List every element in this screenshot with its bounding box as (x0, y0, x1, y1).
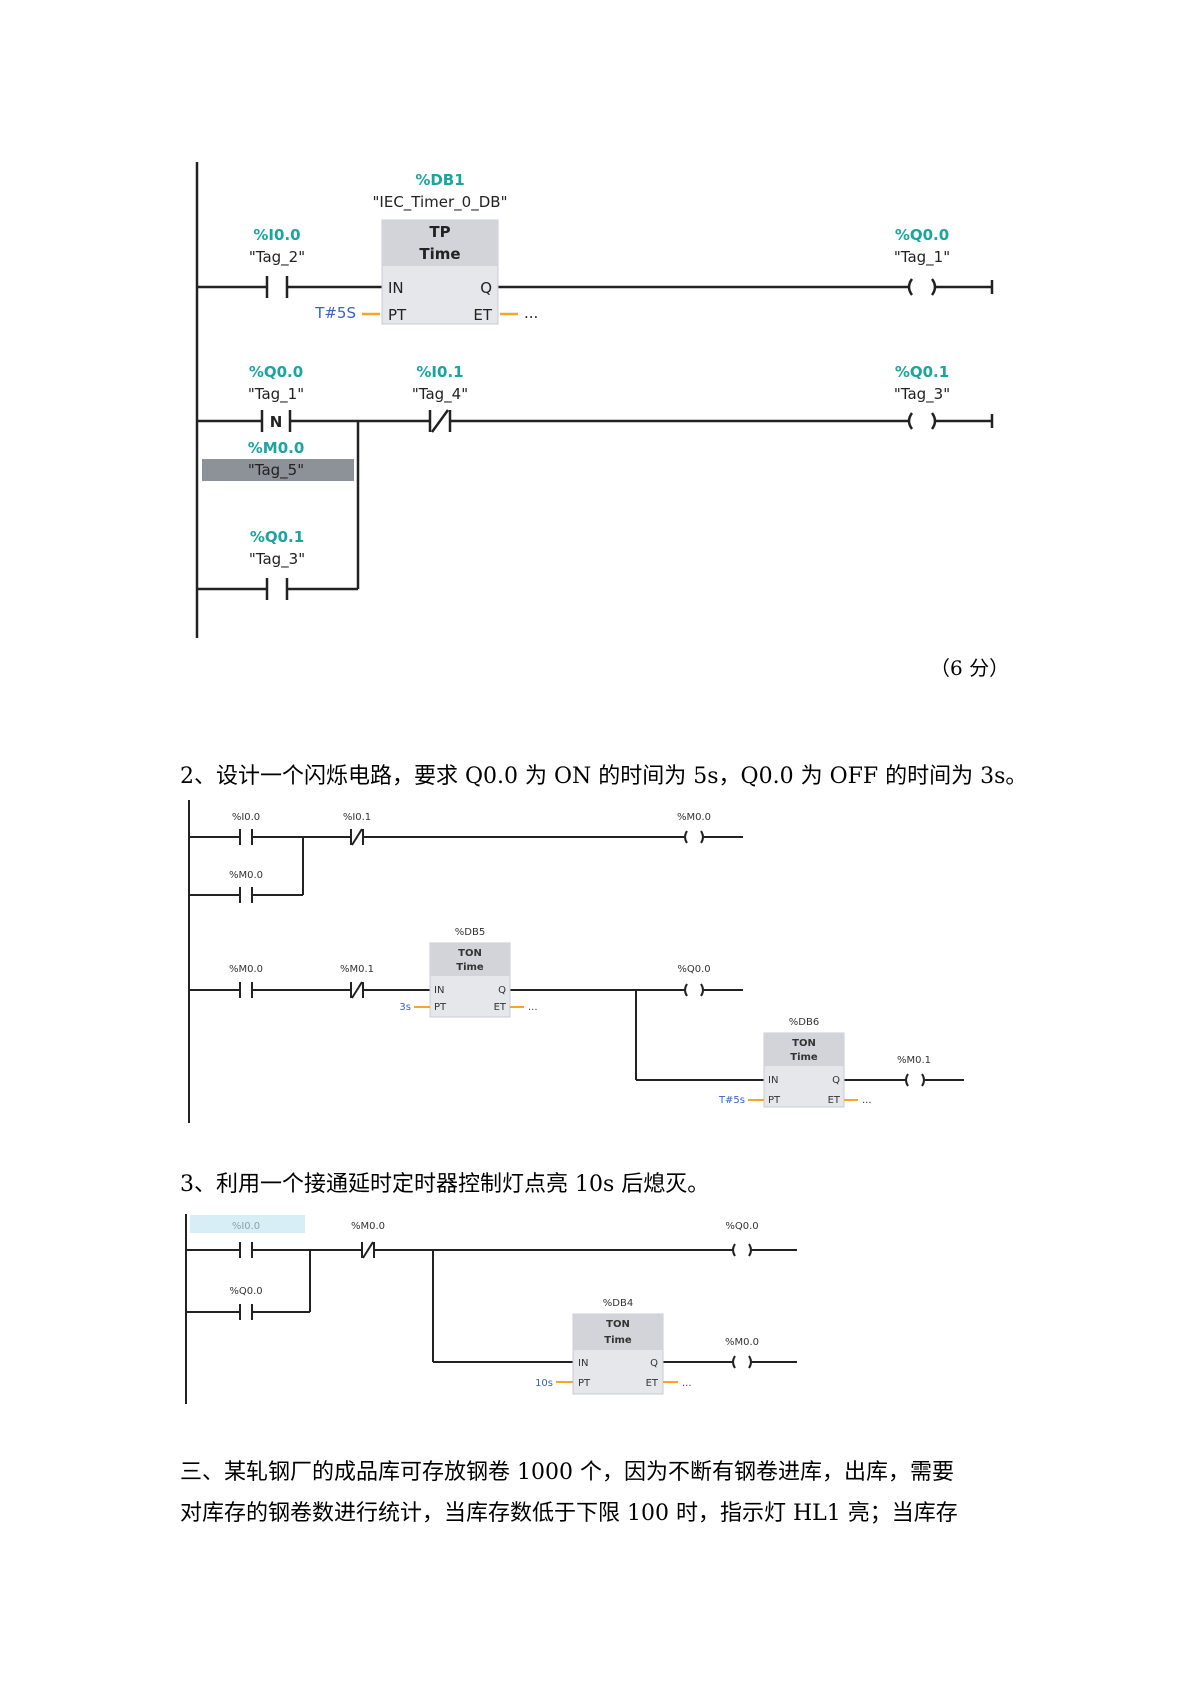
rung2-nc-tag: "Tag_4" (412, 385, 468, 404)
d3-t-pin-et: ET (646, 1378, 659, 1389)
rung2-ncontact-tag: "Tag_1" (248, 385, 304, 404)
d3-t-coil: %M0.0 (725, 1337, 759, 1348)
d2-r1-branch: %M0.0 (229, 870, 263, 881)
d2-r1-coil: %M0.0 (677, 812, 711, 823)
timer-pin-et: ET (473, 306, 492, 324)
d2-t2-pt: T#5s (718, 1095, 745, 1106)
d2-t1-sub: Time (456, 962, 484, 973)
question-three-line-1: 三、某轧钢厂的成品库可存放钢卷 1000 个，因为不断有钢卷进库，出库，需要 (180, 1460, 954, 1485)
rung2-memory-address: %M0.0 (248, 439, 305, 457)
d2-t2-pin-et: ET (828, 1095, 841, 1106)
d3-t-pin-q: Q (650, 1358, 658, 1369)
rung2-nc-address: %I0.1 (416, 363, 463, 381)
d3-t-pin-in: IN (578, 1358, 588, 1369)
d2-t1-pin-pt: PT (434, 1002, 447, 1013)
d2-t1-pin-et: ET (494, 1002, 507, 1013)
branch-contact-address: %Q0.1 (250, 528, 304, 546)
d2-t1-et: ... (528, 1002, 538, 1013)
timer-db-address: %DB1 (415, 171, 464, 189)
d2-t2-coil: %M0.1 (897, 1055, 931, 1066)
d2-t1-type: TON (458, 948, 482, 959)
d2-r2-contact: %M0.0 (229, 964, 263, 975)
ladder-diagram-1: %DB1 "IEC_Timer_0_DB" TP Time IN PT Q ET… (195, 162, 994, 638)
d3-t-type: TON (606, 1319, 630, 1330)
d3-t-sub: Time (604, 1335, 632, 1346)
d3-t-et: ... (682, 1378, 692, 1389)
timer-subtype: Time (419, 245, 460, 263)
timer-pin-q: Q (480, 279, 492, 297)
d2-t2-db: %DB6 (789, 1017, 819, 1028)
ladder-diagram-3: %I0.0 %M0.0 %Q0.0 %Q0.0 %DB4 TON Time IN… (185, 1214, 797, 1404)
d3-r1-contact: %I0.0 (232, 1221, 260, 1232)
rung1-contact-address: %I0.0 (253, 226, 300, 244)
question-2: 2、设计一个闪烁电路，要求 Q0.0 为 ON 的时间为 5s，Q0.0 为 O… (180, 764, 1028, 789)
d2-t2-pin-pt: PT (768, 1095, 781, 1106)
timer-pin-in: IN (388, 279, 404, 297)
d2-t2-et: ... (862, 1095, 872, 1106)
rung1-coil-address: %Q0.0 (895, 226, 949, 244)
rung2-coil-address: %Q0.1 (895, 363, 949, 381)
d2-r1-contact: %I0.0 (232, 812, 260, 823)
rung1-contact-tag: "Tag_2" (249, 248, 305, 267)
d2-t2-pin-in: IN (768, 1075, 778, 1086)
d2-r2-coil: %Q0.0 (677, 964, 710, 975)
d2-t1-pt: 3s (399, 1002, 411, 1013)
d3-r1-nc: %M0.0 (351, 1221, 385, 1232)
d3-r1-branch: %Q0.0 (229, 1286, 262, 1297)
d2-r1-nc: %I0.1 (343, 812, 371, 823)
score-label: （6 分） (930, 656, 1010, 680)
timer-pt-value: T#5S (314, 304, 356, 322)
rung1-coil-tag: "Tag_1" (894, 248, 950, 267)
d2-t1-pin-q: Q (498, 985, 506, 996)
rung2-ncontact-address: %Q0.0 (249, 363, 303, 381)
d2-t2-sub: Time (790, 1052, 818, 1063)
d3-t-db: %DB4 (603, 1298, 633, 1309)
branch-contact-tag: "Tag_3" (249, 550, 305, 569)
d2-t1-db: %DB5 (455, 927, 485, 938)
timer-db-name: "IEC_Timer_0_DB" (373, 193, 508, 212)
d3-r1-coil: %Q0.0 (725, 1221, 758, 1232)
d2-t2-pin-q: Q (832, 1075, 840, 1086)
timer-type: TP (429, 223, 450, 241)
rung2-memory-tag: "Tag_5" (248, 461, 304, 480)
timer-et-value: ... (524, 304, 538, 322)
d3-t-pt: 10s (535, 1378, 553, 1389)
rung2-ncontact-symbol: N (270, 413, 283, 431)
d3-t-pin-pt: PT (578, 1378, 591, 1389)
d2-r2-nc: %M0.1 (340, 964, 374, 975)
timer-pin-pt: PT (388, 306, 407, 324)
ladder-diagram-2: %I0.0 %I0.1 %M0.0 %M0.0 %M0.0 %M0.1 %Q0.… (188, 800, 964, 1123)
question-3: 3、利用一个接通延时定时器控制灯点亮 10s 后熄灭。 (180, 1172, 710, 1197)
question-three-line-2: 对库存的钢卷数进行统计，当库存数低于下限 100 时，指示灯 HL1 亮；当库存 (180, 1501, 958, 1526)
d2-t1-pin-in: IN (434, 985, 444, 996)
d2-t2-type: TON (792, 1038, 816, 1049)
rung2-coil-tag: "Tag_3" (894, 385, 950, 404)
